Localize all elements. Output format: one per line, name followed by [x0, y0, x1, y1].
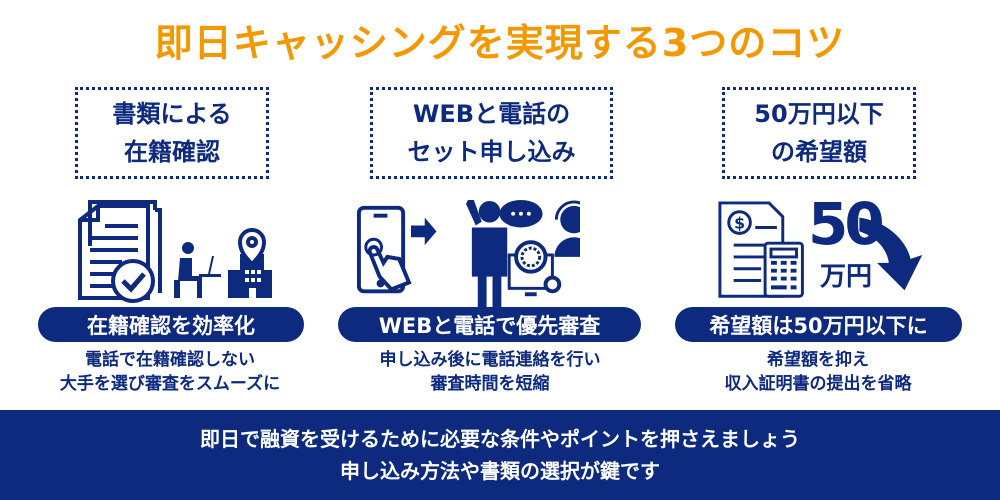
- calculator-icon: [763, 241, 804, 298]
- tip1-heading-line1: 書類による: [112, 100, 232, 128]
- tip2-heading-line1: WEBと電話の: [412, 100, 571, 128]
- tip3-heading-line2: の希望額: [771, 138, 867, 166]
- tip3-description: 希望額を抑え 収入証明書の提出を省略: [668, 348, 968, 396]
- stopwatch-monitor-icon: [507, 240, 562, 297]
- banner-line1: 即日で融資を受けるために必要な条件やポイントを押さえましょう: [200, 427, 800, 451]
- amount-figure: 50: [808, 190, 885, 258]
- chat-bubble-icon: [499, 199, 543, 228]
- smartphone-tap-icon: [356, 205, 412, 294]
- tip1-description-line2: 大手を選び審査をスムーズに: [59, 374, 281, 394]
- banner-line2: 申し込み方法や書類の選択が鍵です: [340, 459, 660, 483]
- tip2-description-line2: 審査時間を短縮: [430, 374, 550, 394]
- arrow-right-icon: [410, 217, 437, 246]
- tip1-description: 電話で在籍確認しない 大手を選び審査をスムーズに: [20, 348, 320, 396]
- tip2-heading-line2: セット申し込み: [407, 138, 576, 166]
- amount-unit: 万円: [820, 262, 873, 292]
- tip3-heading-line1: 50万円以下: [754, 100, 884, 128]
- building-location-icon: [228, 228, 272, 298]
- tip2-pill: WEBと電話で優先審査: [338, 307, 641, 342]
- tip2-heading: WEBと電話の セット申し込み: [370, 87, 613, 179]
- tip1-description-line1: 電話で在籍確認しない: [85, 350, 255, 370]
- operator-icon: [554, 200, 580, 257]
- tip1-heading: 書類による 在籍確認: [75, 87, 269, 179]
- tip2-description: 申し込み後に電話連絡を行い 審査時間を短縮: [340, 348, 640, 396]
- office-worker-icon: [174, 242, 221, 298]
- document-check-icon: [78, 200, 162, 303]
- tip1-pill: 在籍確認を効率化: [38, 307, 304, 342]
- down-arrow-icon: [859, 217, 923, 291]
- tip3-description-line1: 希望額を抑え: [767, 350, 869, 370]
- tip1-heading-line2: 在籍確認: [124, 138, 220, 166]
- tip3-description-line2: 収入証明書の提出を省略: [724, 374, 912, 394]
- tip3-pill: 希望額は50万円以下に: [675, 307, 962, 342]
- tip2-description-line1: 申し込み後に電話連絡を行い: [379, 350, 601, 370]
- svg-text:$: $: [734, 213, 745, 232]
- summary-banner: 即日で融資を受けるために必要な条件やポイントを押さえましょう 申し込み方法や書類…: [0, 410, 1000, 500]
- page-title: 即日キャッシングを実現する3つのコツ: [154, 21, 846, 65]
- tip3-heading: 50万円以下 の希望額: [722, 87, 916, 179]
- person-phone-icon: [465, 199, 508, 308]
